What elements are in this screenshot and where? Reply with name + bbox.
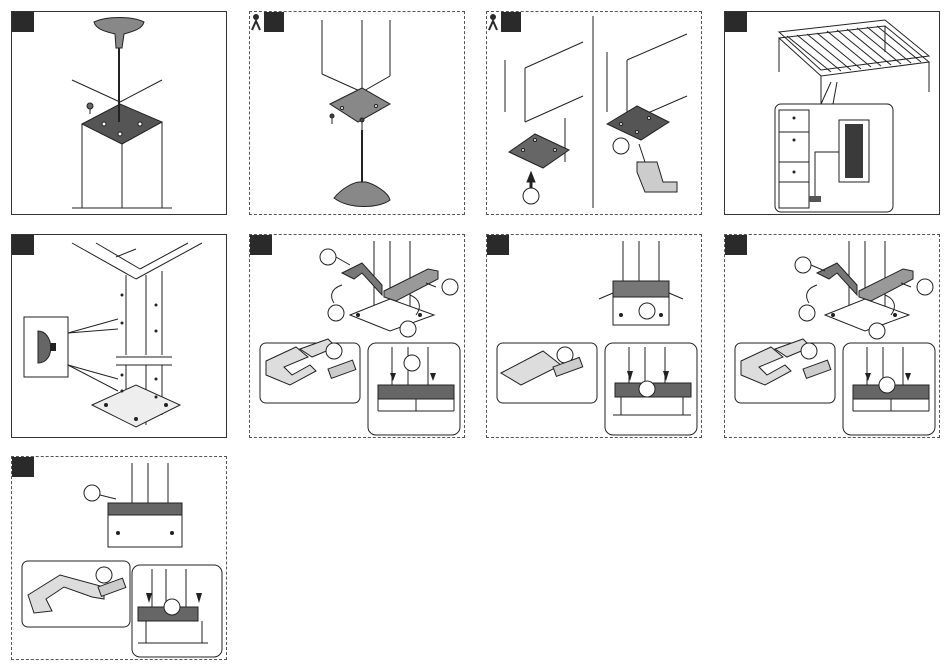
trim-piece-icon <box>817 263 857 295</box>
drill-icon <box>637 144 677 192</box>
post-corner-icon <box>72 243 202 427</box>
step-8-panel <box>724 234 940 438</box>
trim-piece-icon <box>342 263 382 295</box>
t-key-icon <box>94 18 144 123</box>
step-9-illustration <box>12 457 228 661</box>
step-7-illustration <box>487 235 703 439</box>
step-6-illustration <box>250 235 466 439</box>
t-key-icon <box>334 130 390 207</box>
step-7-panel <box>486 234 702 438</box>
step-4-panel <box>724 11 940 215</box>
step-9-panel <box>11 456 227 660</box>
step-3-illustration <box>487 12 703 216</box>
base-plate-icon <box>330 88 390 122</box>
step-4-illustration <box>725 12 941 216</box>
step-2-panel <box>249 11 465 215</box>
step-8-illustration <box>725 235 941 439</box>
step-6-panel <box>249 234 465 438</box>
screw-icon <box>87 103 93 114</box>
step-5-illustration <box>12 235 228 439</box>
trim-piece-icon <box>613 281 669 297</box>
step-1-panel <box>11 11 227 215</box>
velcro-strip-icon <box>845 124 863 178</box>
step-5-panel <box>11 234 227 438</box>
trim-piece-icon <box>108 503 182 515</box>
step-1-illustration <box>12 12 228 216</box>
step-2-illustration <box>250 12 466 216</box>
base-plate-icon <box>509 134 569 168</box>
pergola-icon <box>779 20 929 104</box>
step-3-panel <box>486 11 702 215</box>
